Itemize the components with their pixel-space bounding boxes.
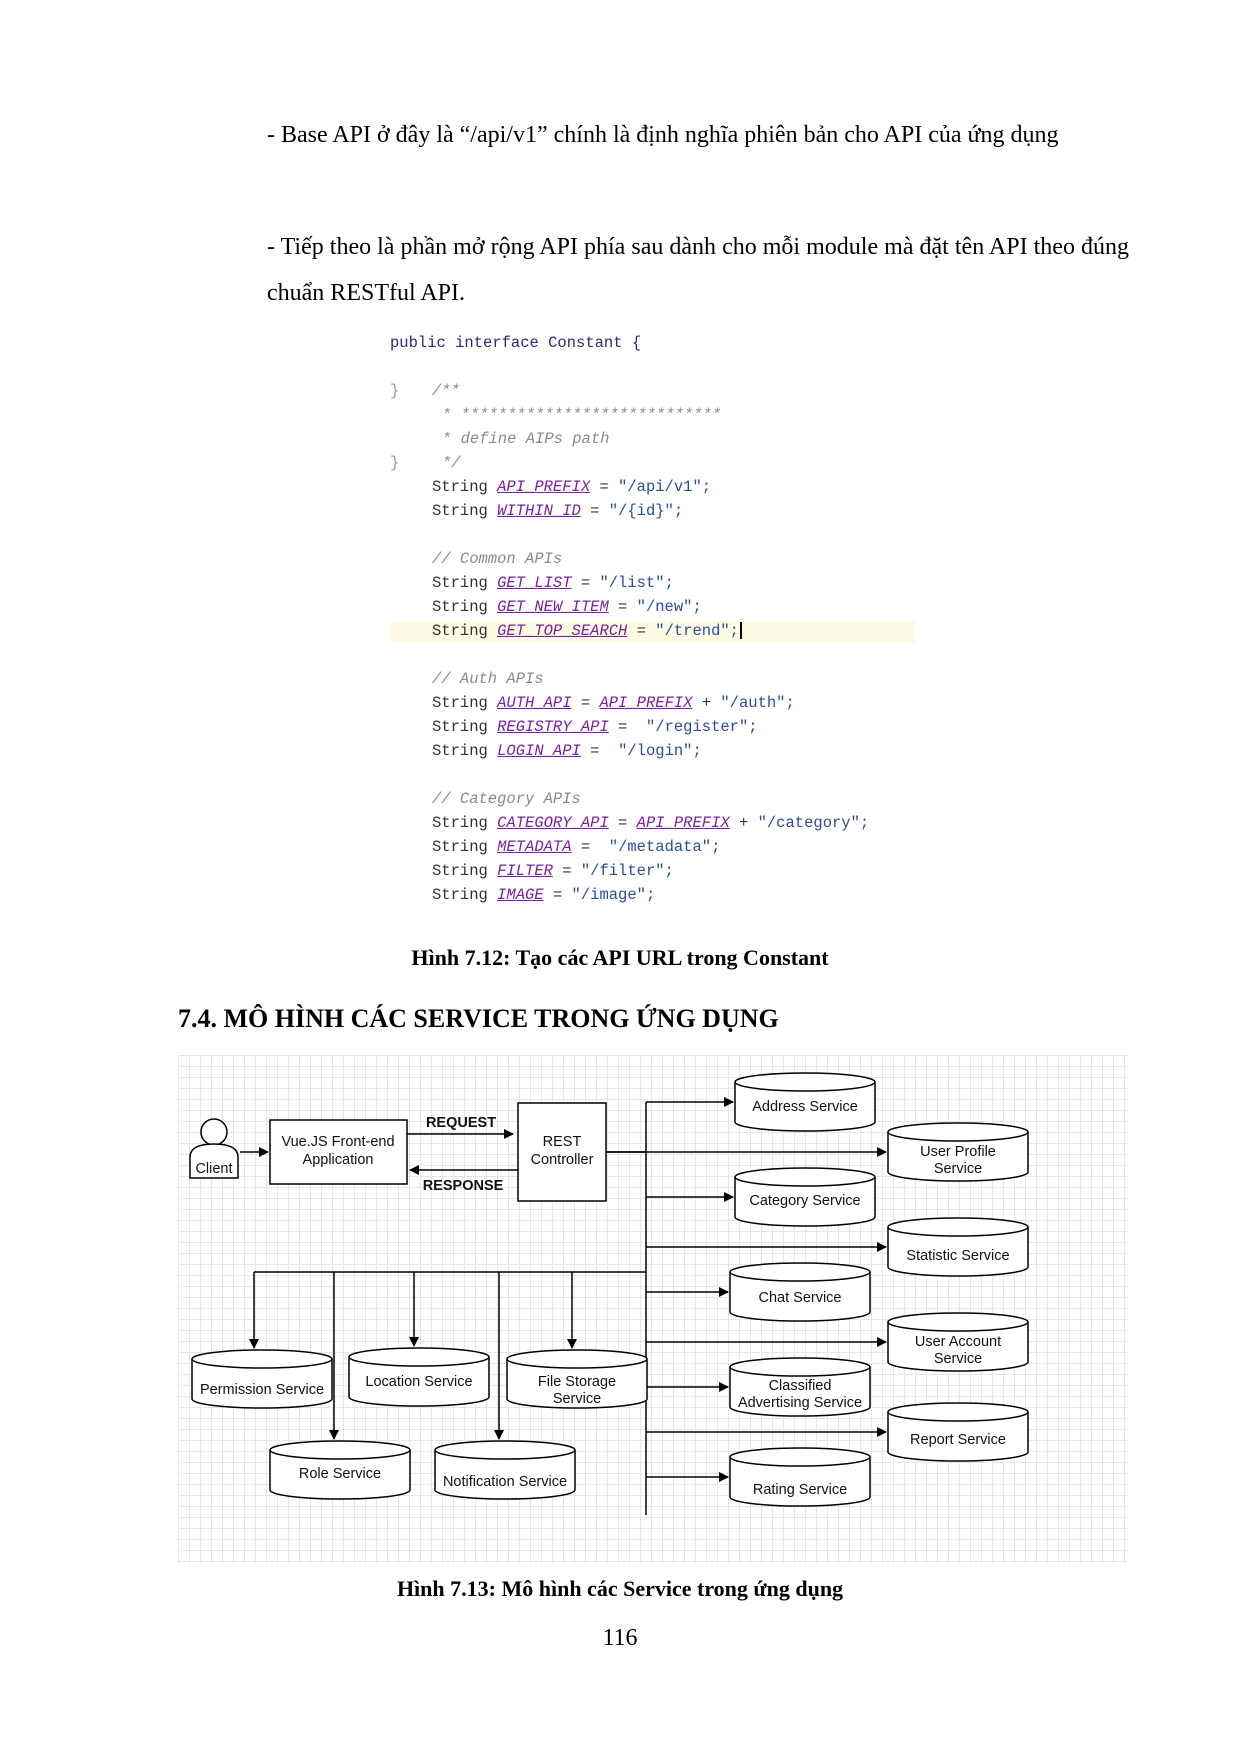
- svg-text:Address Service: Address Service: [752, 1099, 858, 1115]
- code-line-api-prefix: String API_PREFIX = "/api/v1";: [432, 478, 712, 496]
- svg-text:Location Service: Location Service: [365, 1374, 472, 1390]
- role-service-db: Role Service: [269, 1440, 411, 1500]
- paragraph-base-api: - Base API ở đây là “/api/v1” chính là đ…: [267, 122, 1059, 148]
- user-profile-service-db: User Profile Service: [887, 1122, 1029, 1182]
- code-line-get-new-item: String GET_NEW_ITEM = "/new";: [432, 598, 702, 616]
- svg-text:Category Service: Category Service: [749, 1193, 860, 1209]
- code-gutter-mark: }: [390, 382, 400, 400]
- code-line-image: String IMAGE = "/image";: [432, 886, 656, 904]
- code-gutter-mark: }: [390, 454, 400, 472]
- page-number: 116: [602, 1625, 638, 1651]
- notification-service-db: Notification Service: [434, 1440, 576, 1500]
- svg-text:Service: Service: [553, 1391, 601, 1407]
- code-comment-stars: * ****************************: [442, 406, 722, 424]
- svg-text:Advertising Service: Advertising Service: [738, 1395, 862, 1411]
- code-line-get-list: String GET_LIST = "/list";: [432, 574, 674, 592]
- rating-service-db: Rating Service: [729, 1447, 871, 1507]
- code-comment-auth: // Auth APIs: [432, 670, 544, 688]
- frontend-box: [269, 1119, 408, 1185]
- code-line-registry-api: String REGISTRY_API = "/register";: [432, 718, 758, 736]
- frontend-label-1: Vue.JS Front-end: [281, 1134, 394, 1150]
- section-heading: 7.4. MÔ HÌNH CÁC SERVICE TRONG ỨNG DỤNG: [178, 1004, 779, 1033]
- client-actor: Client: [189, 1118, 239, 1179]
- code-line-category-api: String CATEGORY_API = API_PREFIX + "/cat…: [432, 814, 870, 832]
- code-comment-open: /**: [432, 382, 460, 400]
- rest-label-2: Controller: [531, 1152, 594, 1168]
- svg-text:Permission Service: Permission Service: [200, 1382, 324, 1398]
- code-line-get-top-search: String GET_TOP_SEARCH = "/trend";: [432, 622, 742, 640]
- service-architecture-diagram: Client Vue.JS Front-end Application REQU…: [178, 1055, 1127, 1563]
- code-comment-define: * define AIPs path: [442, 430, 610, 448]
- location-service-db: Location Service: [348, 1347, 490, 1407]
- address-service-db: Address Service: [734, 1072, 876, 1132]
- svg-text:User Profile: User Profile: [920, 1144, 996, 1160]
- svg-text:File Storage: File Storage: [538, 1374, 616, 1390]
- svg-text:Notification Service: Notification Service: [443, 1474, 567, 1490]
- category-service-db: Category Service: [734, 1167, 876, 1227]
- text-caret: [739, 622, 742, 640]
- svg-text:Statistic Service: Statistic Service: [906, 1248, 1009, 1264]
- svg-text:Service: Service: [934, 1351, 982, 1367]
- file-storage-service-db: File Storage Service: [506, 1349, 648, 1409]
- permission-service-db: Permission Service: [191, 1349, 333, 1409]
- code-comment-common: // Common APIs: [432, 550, 563, 568]
- report-service-db: Report Service: [887, 1402, 1029, 1462]
- figure-caption-7-13: Hình 7.13: Mô hình các Service trong ứng…: [396, 1576, 844, 1601]
- code-line-auth-api: String AUTH_API = API_PREFIX + "/auth";: [432, 694, 795, 712]
- request-label: REQUEST: [426, 1115, 496, 1131]
- code-screenshot: public interface Constant { } } /** * **…: [390, 334, 920, 924]
- svg-text:User Account: User Account: [915, 1334, 1001, 1350]
- svg-text:Service: Service: [934, 1161, 982, 1177]
- user-account-service-db: User Account Service: [887, 1312, 1029, 1372]
- figure-caption-7-12: Hình 7.12: Tạo các API URL trong Constan…: [411, 945, 829, 970]
- code-comment-category: // Category APIs: [432, 790, 581, 808]
- code-line-header: public interface Constant {: [390, 334, 642, 352]
- svg-text:Report Service: Report Service: [910, 1432, 1006, 1448]
- code-line-filter: String FILTER = "/filter";: [432, 862, 674, 880]
- svg-text:Chat Service: Chat Service: [758, 1290, 841, 1306]
- frontend-label-2: Application: [303, 1152, 374, 1168]
- response-label: RESPONSE: [423, 1178, 504, 1194]
- code-comment-close: */: [442, 454, 461, 472]
- svg-text:Classified: Classified: [769, 1378, 832, 1394]
- paragraph-api-extension: - Tiếp theo là phần mở rộng API phía sau…: [267, 234, 1129, 306]
- code-line-metadata: String METADATA = "/metadata";: [432, 838, 721, 856]
- statistic-service-db: Statistic Service: [887, 1217, 1029, 1277]
- code-line-login-api: String LOGIN_API = "/login";: [432, 742, 702, 760]
- code-line-within-id: String WITHIN_ID = "/{id}";: [432, 502, 684, 520]
- rest-label-1: REST: [543, 1134, 582, 1150]
- client-label: Client: [195, 1161, 232, 1177]
- chat-service-db: Chat Service: [729, 1262, 871, 1322]
- svg-text:Rating Service: Rating Service: [753, 1482, 847, 1498]
- svg-text:Role Service: Role Service: [299, 1466, 381, 1482]
- code-highlight-line: [390, 621, 915, 643]
- classified-advertising-service-db: Classified Advertising Service: [729, 1357, 871, 1417]
